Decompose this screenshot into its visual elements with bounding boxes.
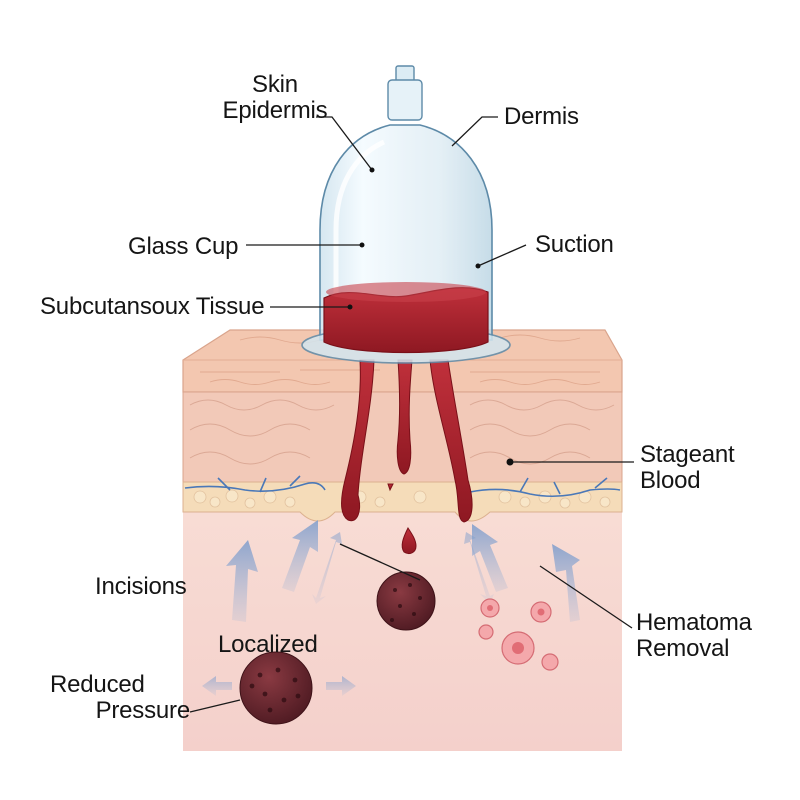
epidermis-label-text: Epidermis [222, 97, 328, 124]
glass-cup [301, 65, 511, 364]
reduced-line2: Pressure [95, 697, 191, 724]
localized-label: Localized [218, 631, 318, 658]
incisions-label: Incisions [95, 573, 187, 600]
blood-clots [239, 571, 436, 725]
stagnant-line1: Stageant [640, 441, 735, 468]
hematoma-line2: Removal [636, 635, 730, 662]
stagnant-blood [341, 359, 473, 555]
pressure-arrows [202, 520, 580, 696]
hematoma-line1: Hematoma [636, 609, 752, 636]
fat-layer [182, 481, 623, 522]
reduced-pressure-label: Reduced Pressure [40, 672, 190, 724]
reduced-line1: Reduced [50, 671, 145, 698]
blood-vessels [184, 475, 621, 498]
hematoma-removal-label: Hematoma Removal [636, 610, 752, 662]
subcutaneous-tissue-label: Subcutansoux Tissue [40, 293, 265, 320]
skin-label: Skin [252, 71, 298, 98]
dermis-label: Dermis [504, 103, 579, 130]
stagnant-blood-label: Stageant Blood [640, 441, 735, 494]
leader-lines [189, 116, 634, 713]
epidermis-label: Skin Epidermis [200, 72, 350, 124]
glass-cup-label: Glass Cup [128, 233, 239, 260]
stagnant-line2: Blood [640, 467, 701, 494]
suction-label: Suction [535, 231, 614, 258]
